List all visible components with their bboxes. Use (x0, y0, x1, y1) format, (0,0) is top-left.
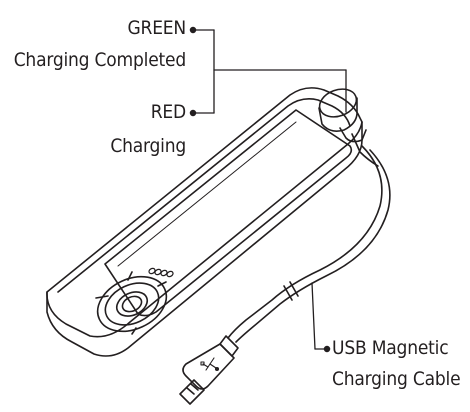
red-desc-label: Charging (110, 135, 186, 157)
switch-button (95, 271, 168, 335)
green-desc-label: Charging Completed (13, 49, 187, 71)
green-title-label: GREEN (127, 17, 186, 39)
indicator-lights (148, 267, 174, 278)
red-title-label: RED (150, 101, 186, 123)
cable-line1-label: USB Magnetic (332, 337, 449, 359)
usb-plug (179, 335, 239, 405)
charging-cable (227, 145, 391, 343)
cable-line2-label: Charging Cable (332, 368, 461, 390)
callout-leaders (189, 26, 347, 353)
device-body (46, 87, 363, 357)
